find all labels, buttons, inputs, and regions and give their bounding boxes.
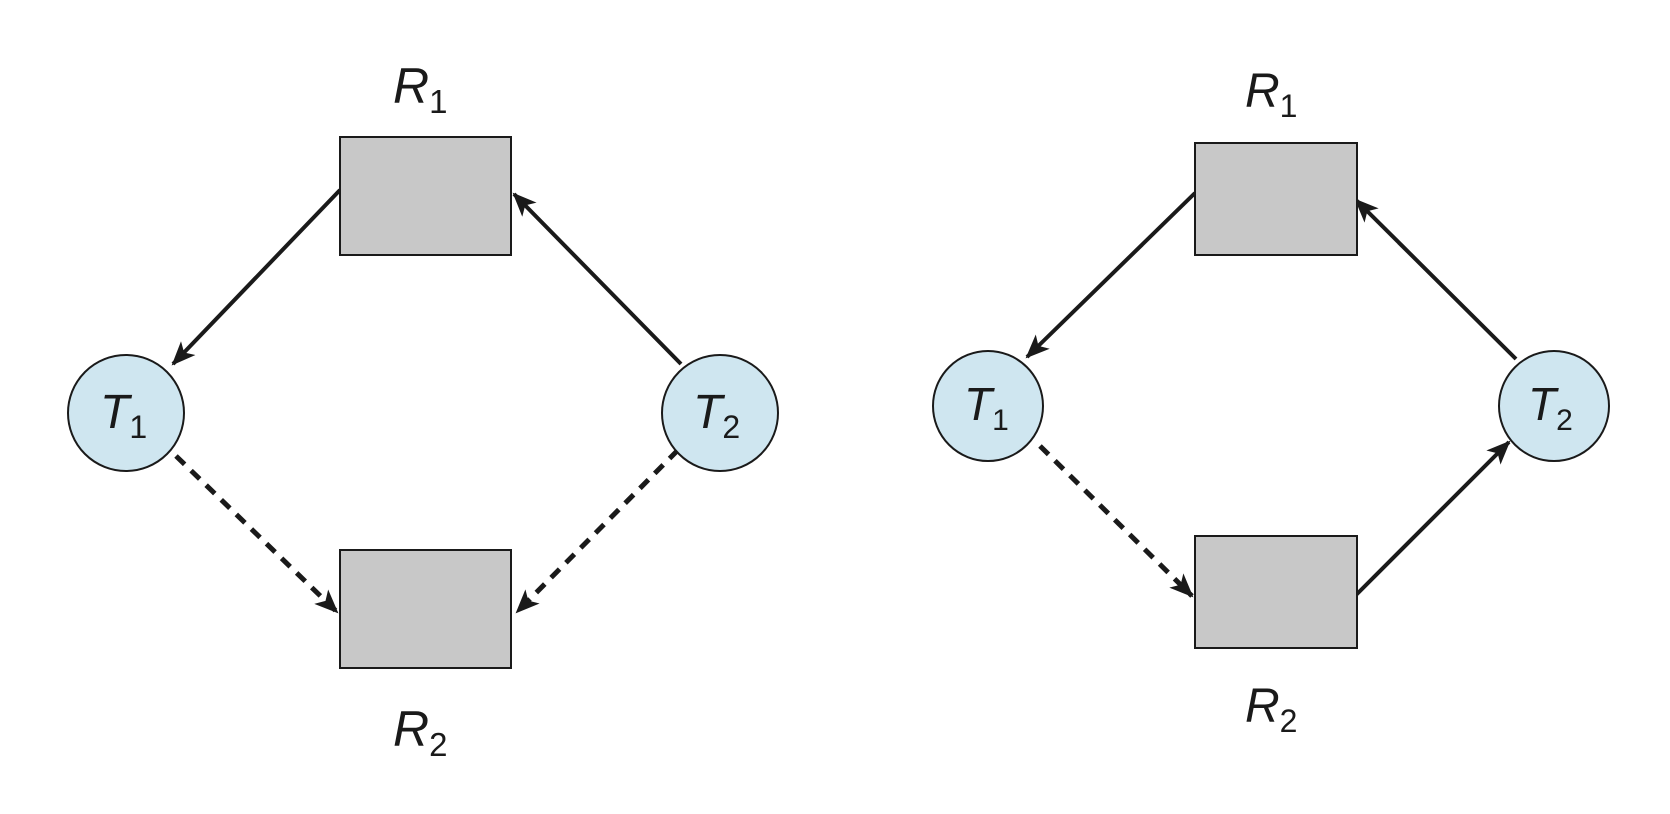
resource-r2-box — [339, 549, 512, 669]
edge-left-r1-to-t1 — [171, 188, 342, 366]
thread-t1-node — [67, 354, 185, 472]
resource-r1-box — [339, 136, 512, 256]
thread-t1-node — [932, 350, 1044, 462]
label-r1: R1 — [1245, 65, 1297, 124]
label-r1: R1 — [393, 58, 447, 120]
edge-left-t1-to-r2 — [174, 454, 339, 614]
resource-r1-box — [1194, 142, 1358, 256]
edge-right-r2-to-t2 — [1353, 440, 1511, 598]
thread-t2-node — [661, 354, 779, 472]
label-t1: T1 — [100, 386, 147, 445]
graph-right: R1 R2 T1 T2 — [932, 65, 1610, 739]
graph-left: R1 R2 T1 T2 — [67, 58, 779, 763]
edge-left-t2-to-r2 — [515, 448, 680, 614]
resource-r2-box — [1194, 535, 1358, 649]
label-t2: T2 — [693, 386, 740, 445]
thread-t2-node — [1498, 350, 1610, 462]
label-r2: R2 — [393, 701, 447, 763]
label-r2: R2 — [1245, 680, 1297, 739]
edge-right-r1-to-t1 — [1025, 191, 1197, 359]
edge-right-t1-to-r2 — [1038, 444, 1194, 598]
label-t1: T1 — [964, 378, 1009, 437]
edge-right-t2-to-r1 — [1354, 198, 1518, 361]
label-t2: T2 — [1528, 378, 1573, 437]
edge-left-t2-to-r1 — [512, 192, 683, 366]
